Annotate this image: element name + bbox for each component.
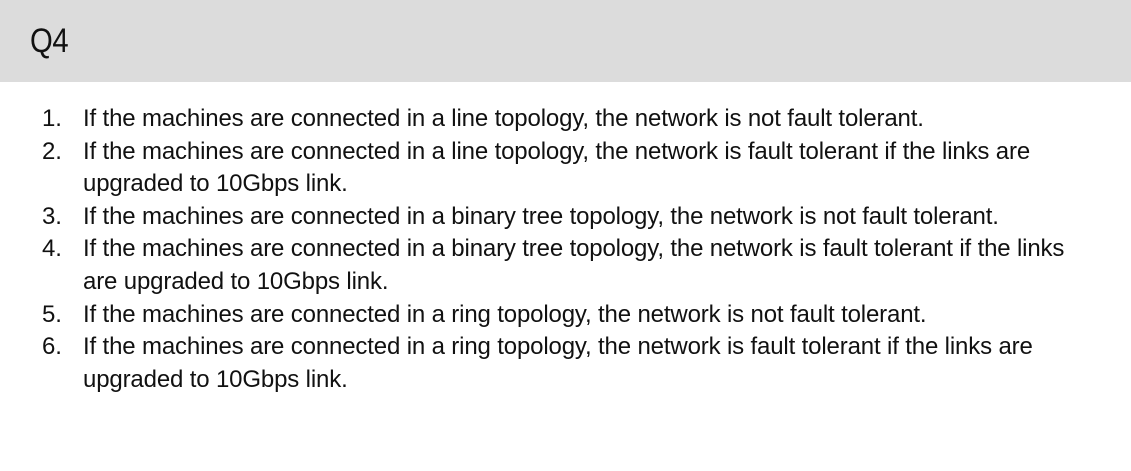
statement-number: 1.: [42, 105, 62, 132]
statement-text: If the machines are connected in a line …: [83, 137, 1031, 198]
statement-text: If the machines are connected in a ring …: [83, 333, 1033, 393]
statement-item-6: 6. If the machines are connected in a ri…: [0, 331, 1131, 396]
question-header: Q4: [0, 0, 1131, 82]
question-title: Q4: [30, 22, 69, 60]
statement-list: 1. If the machines are connected in a li…: [0, 103, 1131, 396]
statement-item-5: 5. If the machines are connected in a ri…: [0, 299, 1131, 332]
statement-number: 4.: [42, 235, 62, 263]
statement-text: If the machines are connected in a ring …: [83, 300, 927, 328]
statement-number: 5.: [42, 300, 62, 328]
statement-item-4: 4. If the machines are connected in a bi…: [0, 233, 1131, 298]
statement-text: If the machines are connected in a binar…: [83, 202, 999, 230]
statement-item-2: 2. If the machines are connected in a li…: [0, 136, 1131, 201]
statement-number: 2.: [42, 137, 62, 165]
statement-number: 3.: [42, 202, 62, 230]
statement-text: If the machines are connected in a binar…: [83, 235, 1065, 295]
statement-item-1: 1. If the machines are connected in a li…: [0, 103, 1131, 136]
statement-item-3: 3. If the machines are connected in a bi…: [0, 201, 1131, 234]
statement-text: If the machines are connected in a line …: [83, 105, 924, 132]
statement-number: 6.: [42, 333, 62, 361]
